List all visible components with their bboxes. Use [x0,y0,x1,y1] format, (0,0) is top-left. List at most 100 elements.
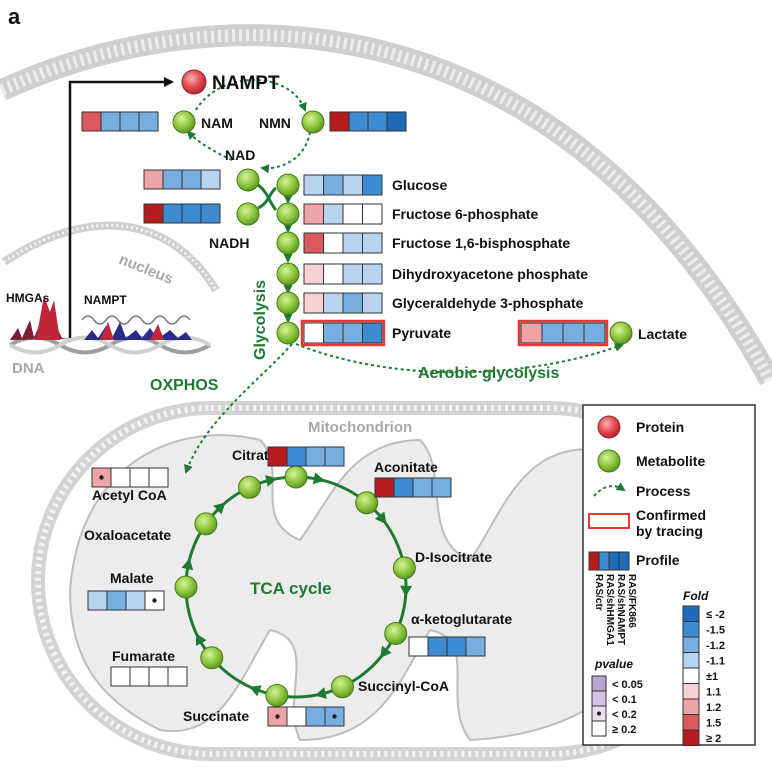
profile-cell [303,174,324,196]
profile-cell [303,263,324,285]
glycolysis-node-2 [276,231,300,255]
lactate-label: Lactate [638,326,687,342]
nam-to-nmn-process [195,79,307,112]
tca-label-6: Fumarate [112,648,175,664]
legend-process: Process [636,483,691,499]
tca-label-7: Malate [110,570,154,586]
profile-cell [431,477,452,498]
profile-dhap [303,263,383,285]
panel-label: a [8,4,21,29]
nmn-label: NMN [259,115,291,131]
profile-cell [129,666,150,687]
legend-fold-title: Fold [683,589,709,603]
oxphos-process [184,343,293,474]
tca-arrowhead-shape [380,645,392,658]
profile-cell [362,263,383,285]
profile-cell [267,446,288,467]
tca-arrowhead [314,687,327,699]
profile-acetylcoa [91,467,169,488]
profile-nmn [329,111,407,132]
glycolysis-node-0 [276,173,300,197]
nadh-node [236,202,260,226]
legend-profile-cell [608,551,620,571]
tca-node-1 [355,491,379,515]
legend-fold-swatch [682,714,700,731]
nmn-to-nad-process [260,131,311,174]
dna-label: DNA [12,360,45,377]
profile-cell [181,169,202,190]
profile-cell [305,706,326,727]
tca-arrowhead [213,502,226,515]
legend-profile: Profile [636,552,680,568]
tca-arrowhead-shape [249,685,262,697]
legend-fold-label-6: 1.2 [706,702,721,714]
nad-node [236,168,260,192]
tca-label-5: Succinate [183,708,249,724]
glycolysis-label: Glycolysis [252,280,269,360]
legend-pvalue-title: pvalue [594,657,633,671]
legend-pvalue-swatch [591,675,607,692]
profile-fumarate [110,666,188,687]
legend-profile-cell [598,551,610,571]
tca-label-4: Succinyl-CoA [358,678,449,694]
nam-node [172,110,196,134]
nampt-protein-label: NAMPT [212,73,280,94]
profile-fructose16bp [303,232,383,254]
aerobic-glycolysis-label: Aerobic glycolysis [418,365,559,382]
chip-peaks-nampt [81,315,192,340]
profile-cell [286,706,307,727]
profile-fructose6p [303,203,383,225]
profile-aconitate [374,477,452,498]
profile-cell [167,666,188,687]
nad-to-nam-process [186,130,233,161]
profile-citrate [267,446,345,467]
legend-fold-label-1: -1.5 [706,625,725,637]
profile-cell [148,467,169,488]
profile-cell [342,263,363,285]
profile-cell [324,446,345,467]
legend-fold-swatch [682,729,700,746]
tca-arrowhead [400,585,413,597]
tca-arrowhead [374,511,387,525]
pvalue-dot [332,714,337,719]
profile-succinate [267,706,345,727]
tca-node-0 [284,465,308,489]
glycolysis-node-3 [276,262,300,286]
profile-pyruvate [300,319,386,347]
profile-cell [427,636,448,657]
legend-pvalue-swatch [591,720,607,737]
profile-nadh [143,203,221,224]
glycolysis-label-4: Glyceraldehyde 3-phosphate [392,295,584,311]
nampt-gene-label: NAMPT [84,293,127,307]
profile-cell [119,111,140,132]
legend-fold-label-8: ≥ 2 [706,733,721,745]
profile-cell [408,636,429,657]
tca-arrowhead-shape [374,511,387,525]
legend-protein: Protein [636,419,684,435]
profile-cell [143,169,164,190]
mitochondrion-label: Mitochondrion [308,419,412,436]
profile-cell [342,232,363,254]
legend-pvalue-swatch [591,690,607,707]
legend-confirmed-icon [588,513,630,529]
profile-cell [138,111,159,132]
tca-arrowhead [312,472,325,485]
nam-label: NAM [201,115,233,131]
tca-arrowhead [195,633,207,646]
legend-pvalue-scale: < 0.05< 0.1< 0.2≥ 0.2 [591,675,643,737]
node-layer [172,69,633,707]
legend-fold-scale: ≤ -2-1.5-1.2-1.1±11.11.21.5≥ 2 [682,605,725,746]
glycolysis-label-0: Glucose [392,177,447,193]
profile-cell [323,174,344,196]
profile-cell [583,322,606,344]
profile-cell [362,292,383,314]
profile-cell [125,590,146,611]
profile-cell [362,174,383,196]
glycolysis-label-3: Dihydroxyacetone phosphate [392,266,588,282]
pvalue-dot [275,714,280,719]
tca-node-5 [265,683,289,707]
tca-arrowhead-shape [400,585,413,597]
